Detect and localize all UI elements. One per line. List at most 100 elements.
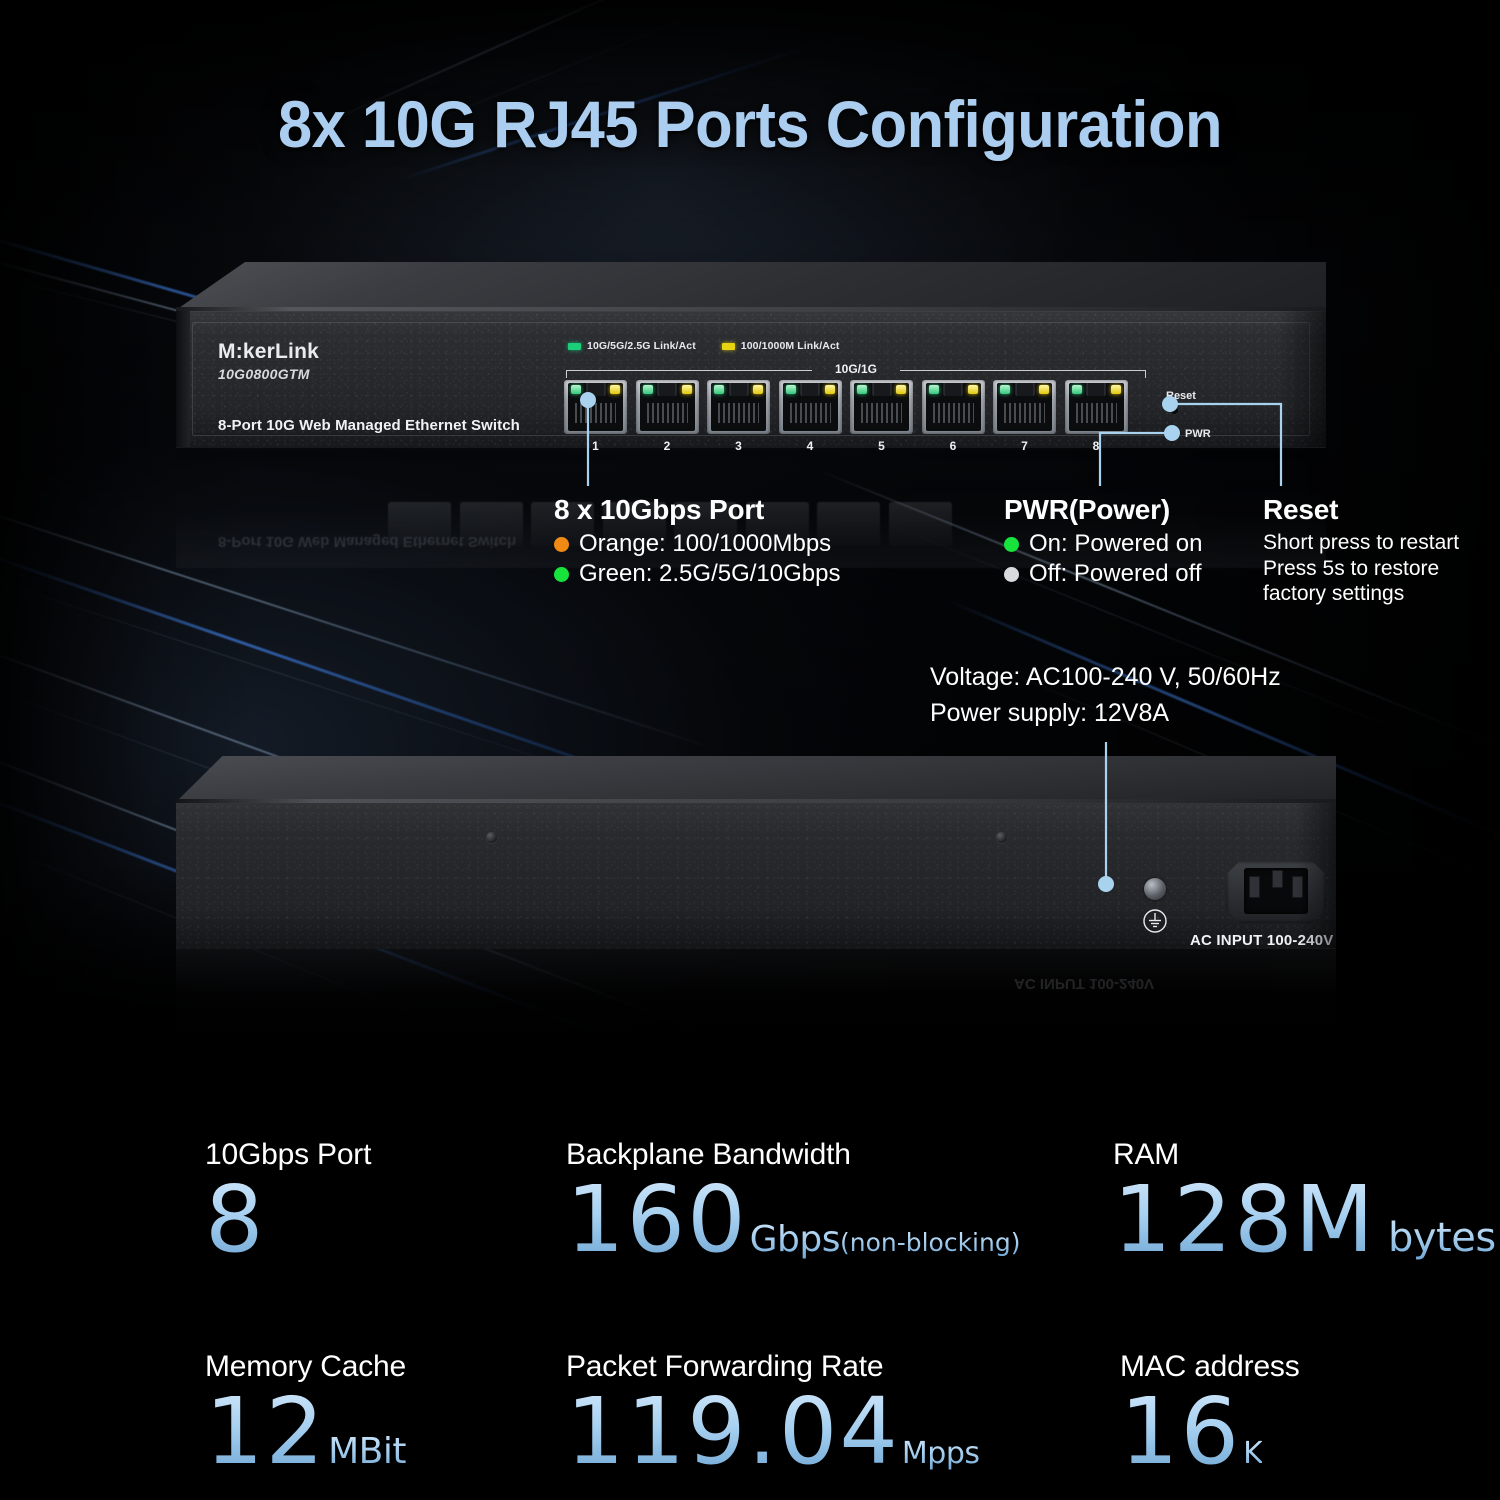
ground-screw bbox=[1144, 878, 1166, 900]
switch-front-view: M:kerLink 10G0800GTM 8-Port 10G Web Mana… bbox=[176, 262, 1326, 453]
legend-label-yellow: 100/1000M Link/Act bbox=[740, 340, 840, 352]
green-led-chip-icon bbox=[568, 342, 581, 350]
port-led-green-icon bbox=[642, 385, 653, 394]
spec-label: RAM bbox=[1113, 1138, 1180, 1171]
rj45-port[interactable]: 8 bbox=[1064, 380, 1128, 453]
callout-reset-line: Press 5s to restore bbox=[1263, 556, 1440, 580]
grey-bullet-icon bbox=[1004, 566, 1019, 582]
spec-packet-forwarding-rate: Packet Forwarding Rate 119.04 Mpps bbox=[566, 1350, 980, 1478]
callout-power-row-text: On: Powered on bbox=[1029, 530, 1203, 557]
power-led-label: PWR bbox=[1185, 428, 1211, 440]
spec-value-row: 119.04 Mpps bbox=[566, 1386, 980, 1478]
port-number: 2 bbox=[663, 439, 671, 453]
rj45-port[interactable]: 6 bbox=[921, 380, 985, 453]
rj45-port[interactable]: 4 bbox=[778, 380, 842, 453]
port-number: 3 bbox=[735, 439, 742, 453]
rj45-port[interactable]: 1 bbox=[564, 380, 627, 453]
spec-value-row: 8 bbox=[205, 1174, 371, 1266]
callout-ports: 8 x 10Gbps Port Orange: 100/1000Mbps Gre… bbox=[554, 494, 840, 588]
spec-unit: bytes bbox=[1387, 1215, 1496, 1261]
power-led-indicator-icon bbox=[1173, 429, 1181, 437]
callout-ports-row-text: Orange: 100/1000Mbps bbox=[579, 530, 832, 557]
model-number: 10G0800GTM bbox=[218, 366, 310, 382]
spec-note: (non-blocking) bbox=[839, 1228, 1021, 1257]
rear-panel bbox=[176, 803, 1336, 949]
reset-pinhole-button[interactable] bbox=[1171, 407, 1178, 414]
spec-value: 16 bbox=[1120, 1378, 1242, 1485]
rear-top-panel bbox=[176, 756, 1336, 802]
port-led-yellow-icon bbox=[1039, 385, 1049, 394]
spec-label: Memory Cache bbox=[205, 1350, 406, 1383]
spec-label: MAC address bbox=[1120, 1350, 1300, 1383]
device-tagline: 8-Port 10G Web Managed Ethernet Switch bbox=[218, 417, 520, 434]
power-spec-line: Voltage: AC100-240 V, 50/60Hz bbox=[930, 663, 1281, 691]
reflected-ac-label: AC INPUT 100-240V bbox=[1014, 975, 1155, 992]
port-led-green-icon bbox=[928, 385, 939, 394]
callout-power-row-text: Off: Powered off bbox=[1029, 560, 1202, 587]
brand-logo: M:kerLink bbox=[218, 340, 319, 363]
port-number: 6 bbox=[949, 439, 957, 453]
port-number: 1 bbox=[592, 439, 599, 453]
port-led-green-icon bbox=[571, 385, 581, 394]
spec-ram: RAM 128M bytes bbox=[1113, 1138, 1496, 1266]
port-led-green-icon bbox=[1071, 385, 1082, 394]
port-led-yellow-icon bbox=[967, 385, 978, 394]
switch-rear-view: AC INPUT 100-240V bbox=[176, 756, 1336, 949]
callout-power: PWR(Power) On: Powered on Off: Powered o… bbox=[1004, 494, 1202, 588]
callout-ports-title: 8 x 10Gbps Port bbox=[554, 494, 765, 525]
specs-section: 10Gbps Port 8 Backplane Bandwidth 160 Gb… bbox=[0, 1030, 1500, 1500]
yellow-led-chip-icon bbox=[721, 342, 735, 350]
port-number: 7 bbox=[1021, 439, 1028, 453]
legend-label-green: 10G/5G/2.5G Link/Act bbox=[587, 340, 696, 352]
rear-screw bbox=[996, 832, 1007, 843]
spec-value-row: 160 Gbps (non-blocking) bbox=[566, 1174, 1020, 1266]
spec-value-row: 128M bytes bbox=[1113, 1174, 1496, 1266]
callout-ports-row-text: Green: 2.5G/5G/10Gbps bbox=[579, 560, 841, 587]
callout-power-row: Off: Powered off bbox=[1004, 560, 1202, 588]
spec-unit: MBit bbox=[328, 1431, 406, 1472]
port-led-green-icon bbox=[785, 385, 796, 394]
callout-reset-line: factory settings bbox=[1263, 582, 1405, 606]
spec-label: 10Gbps Port bbox=[205, 1138, 372, 1171]
led-legend: 10G/5G/2.5G Link/Act 100/1000M Link/Act bbox=[568, 340, 839, 352]
legend-item-yellow: 100/1000M Link/Act bbox=[721, 340, 840, 352]
ground-symbol-icon bbox=[1142, 908, 1168, 934]
power-spec-line: Power supply: 12V8A bbox=[930, 698, 1170, 727]
spec-value: 12 bbox=[205, 1378, 327, 1485]
spec-mac-address: MAC address 16 K bbox=[1120, 1350, 1300, 1478]
callout-ports-row: Green: 2.5G/5G/10Gbps bbox=[554, 560, 840, 588]
callout-reset: Reset Short press to restart Press 5s to… bbox=[1263, 494, 1459, 607]
spec-value-row: 16 K bbox=[1120, 1386, 1300, 1478]
rj45-port-row: 1 2 3 bbox=[564, 380, 1128, 453]
port-led-yellow-icon bbox=[753, 385, 763, 394]
spec-value: 128M bbox=[1113, 1166, 1376, 1273]
port-number: 4 bbox=[806, 439, 814, 453]
callout-power-title: PWR(Power) bbox=[1004, 494, 1171, 525]
spec-value: 160 bbox=[566, 1166, 748, 1273]
rj45-port[interactable]: 3 bbox=[707, 380, 770, 453]
spec-value-row: 12 MBit bbox=[205, 1386, 406, 1478]
callout-power-spec: Voltage: AC100-240 V, 50/60Hz Power supp… bbox=[930, 660, 1281, 731]
green-bullet-icon bbox=[554, 566, 569, 582]
callout-power-row: On: Powered on bbox=[1004, 530, 1202, 558]
spec-value: 119.04 bbox=[566, 1378, 900, 1485]
hero-section: 8x 10G RJ45 Ports Configuration M:kerLin… bbox=[0, 0, 1500, 1030]
callout-ports-row: Orange: 100/1000Mbps bbox=[554, 530, 840, 558]
spec-memory-cache: Memory Cache 12 MBit bbox=[205, 1350, 406, 1478]
rear-right-shadow bbox=[1296, 803, 1336, 948]
chassis-top-panel bbox=[176, 262, 1326, 310]
spec-value: 8 bbox=[205, 1166, 266, 1273]
port-number: 8 bbox=[1092, 439, 1100, 453]
port-led-yellow-icon bbox=[1110, 385, 1121, 394]
spec-label: Packet Forwarding Rate bbox=[566, 1350, 884, 1383]
chassis-left-cap bbox=[176, 311, 190, 447]
rj45-port[interactable]: 2 bbox=[635, 380, 699, 453]
rj45-port[interactable]: 5 bbox=[850, 380, 913, 453]
port-group-bracket: 10G/1G bbox=[566, 362, 1146, 378]
callout-reset-line: Short press to restart bbox=[1263, 531, 1460, 554]
bracket-label: 10G/1G bbox=[834, 362, 878, 376]
rj45-port[interactable]: 7 bbox=[993, 380, 1056, 453]
port-number: 5 bbox=[878, 439, 885, 453]
spec-unit: Mpps bbox=[901, 1436, 980, 1471]
chassis-right-shadow bbox=[1278, 311, 1326, 447]
